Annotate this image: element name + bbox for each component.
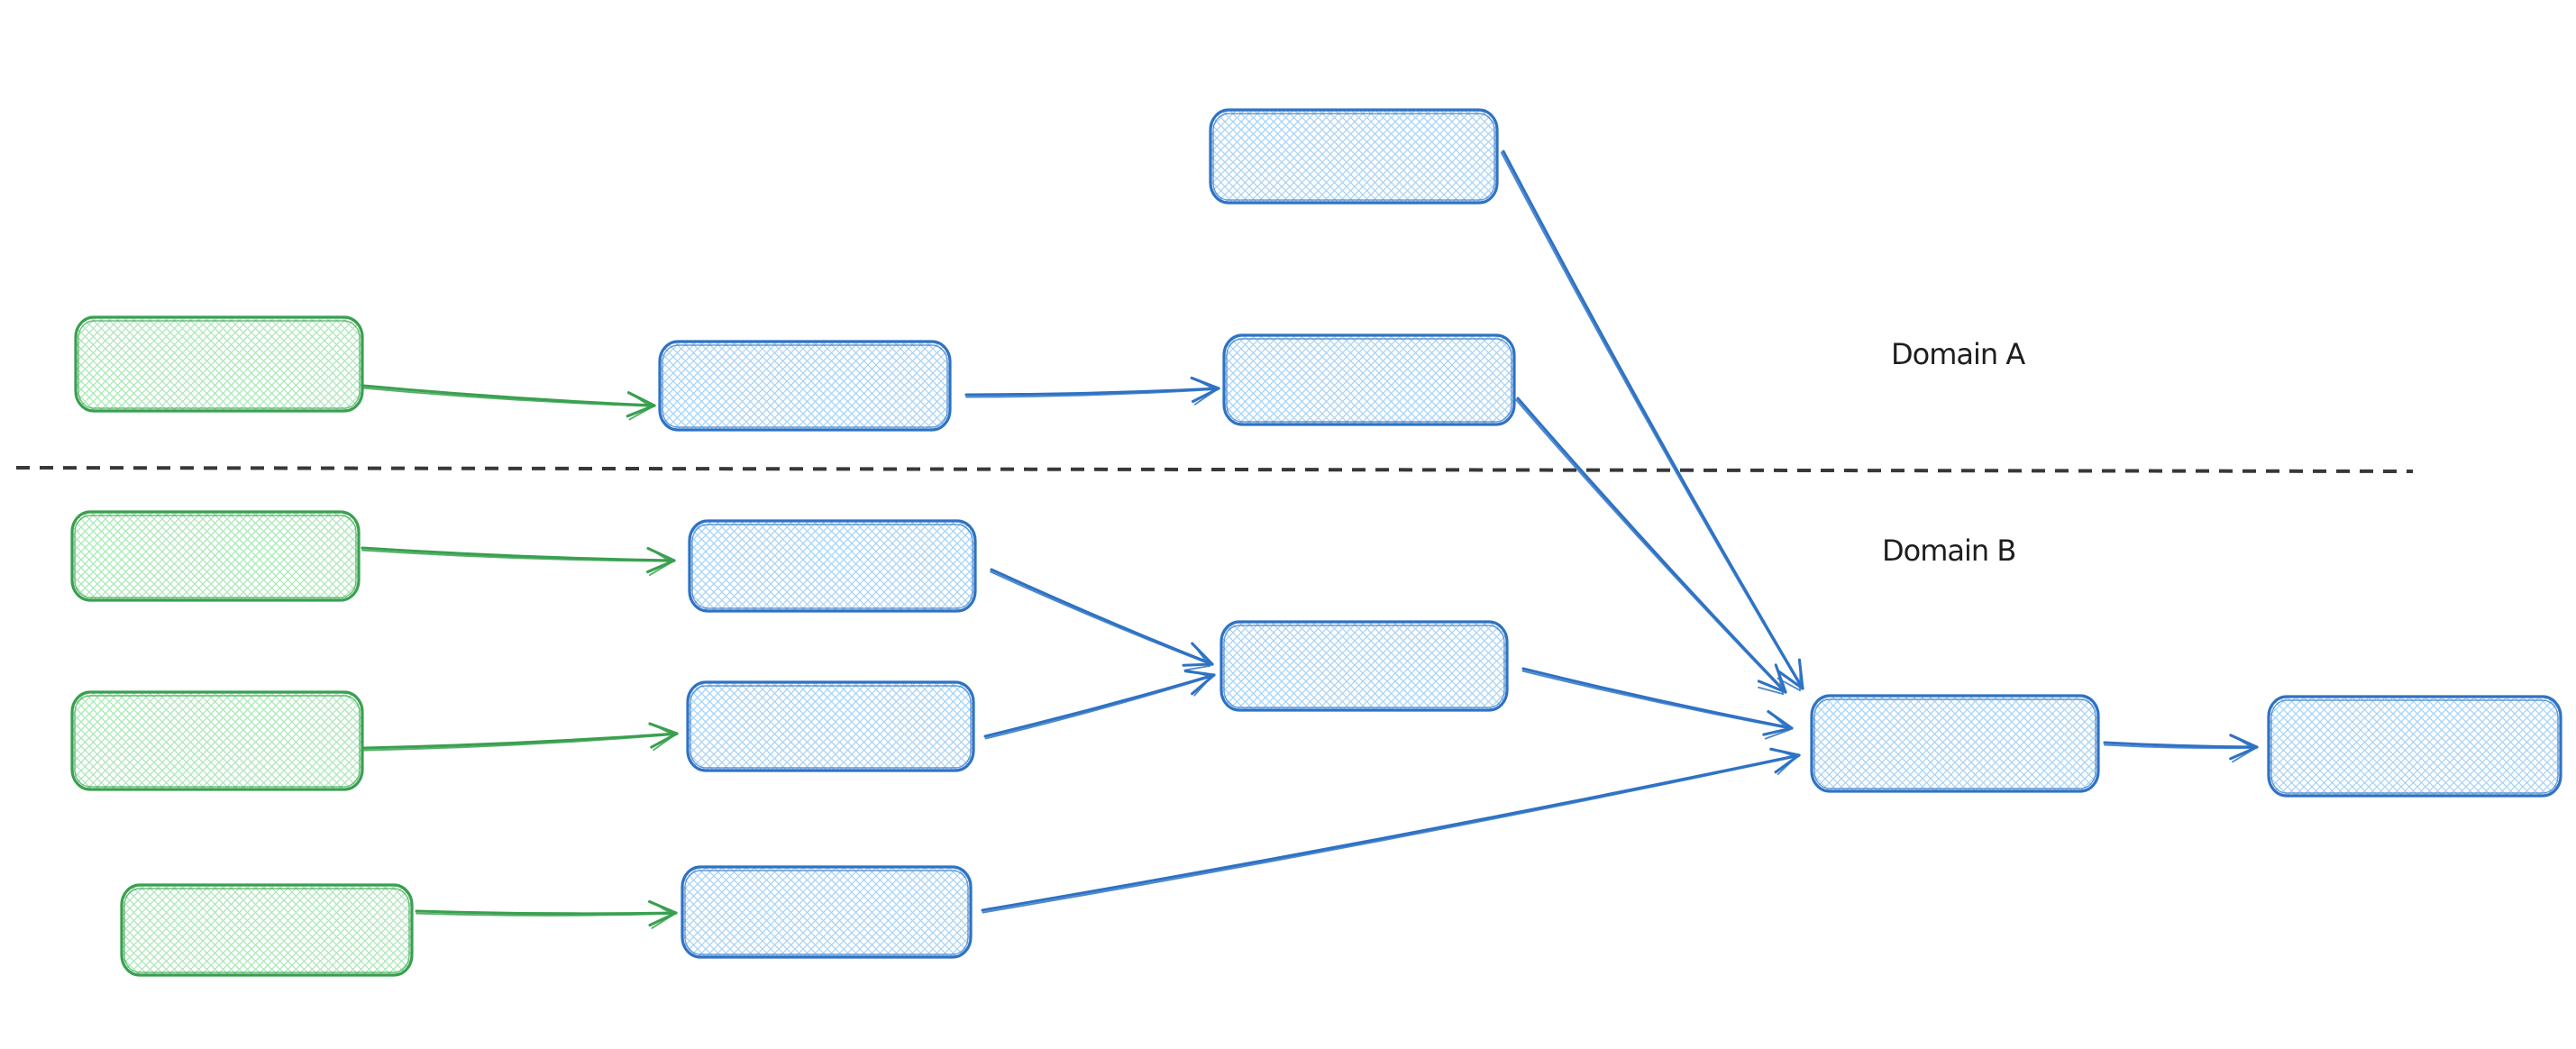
node-green-b1[interactable]	[70, 510, 361, 602]
node-blue-b2[interactable]	[686, 680, 975, 772]
node-blue-a2[interactable]	[1209, 108, 1499, 205]
node-blue-b4[interactable]	[681, 865, 973, 959]
edge-green-b2-to-blue-b2[interactable]	[362, 722, 679, 752]
edge-blue-b3-to-blue-merge[interactable]	[1521, 667, 1794, 740]
region-label-domain-a[interactable]: Domain A	[1891, 337, 2026, 371]
domain-divider-dashed-line[interactable]	[15, 466, 2414, 473]
edge-blue-b4-to-blue-merge[interactable]	[981, 747, 1801, 914]
edge-blue-b1-to-blue-b3[interactable]	[990, 568, 1214, 671]
edge-green-b3-to-blue-b4[interactable]	[415, 899, 678, 929]
edge-green-b1-to-blue-b1[interactable]	[361, 546, 676, 577]
node-green-b3[interactable]	[120, 883, 414, 977]
edge-blue-a1-to-blue-a3[interactable]	[964, 376, 1220, 406]
edge-blue-a2-to-blue-merge[interactable]	[1500, 150, 1804, 691]
edge-blue-merge-to-blue-final[interactable]	[2103, 734, 2259, 763]
node-blue-b1[interactable]	[688, 519, 977, 613]
edge-green-a1-to-blue-a1[interactable]	[361, 384, 656, 421]
edge-blue-b2-to-blue-b3[interactable]	[983, 669, 1216, 740]
region-label-domain-b[interactable]: Domain B	[1882, 534, 2016, 568]
edge-blue-a3-to-blue-merge[interactable]	[1515, 397, 1787, 695]
node-blue-a1[interactable]	[658, 340, 952, 432]
node-blue-b3[interactable]	[1219, 620, 1509, 712]
node-green-b2[interactable]	[70, 690, 364, 791]
node-blue-merge[interactable]	[1810, 694, 2100, 793]
node-blue-final[interactable]	[2267, 695, 2562, 798]
node-green-a1[interactable]	[74, 315, 364, 413]
node-blue-a3[interactable]	[1222, 333, 1516, 426]
